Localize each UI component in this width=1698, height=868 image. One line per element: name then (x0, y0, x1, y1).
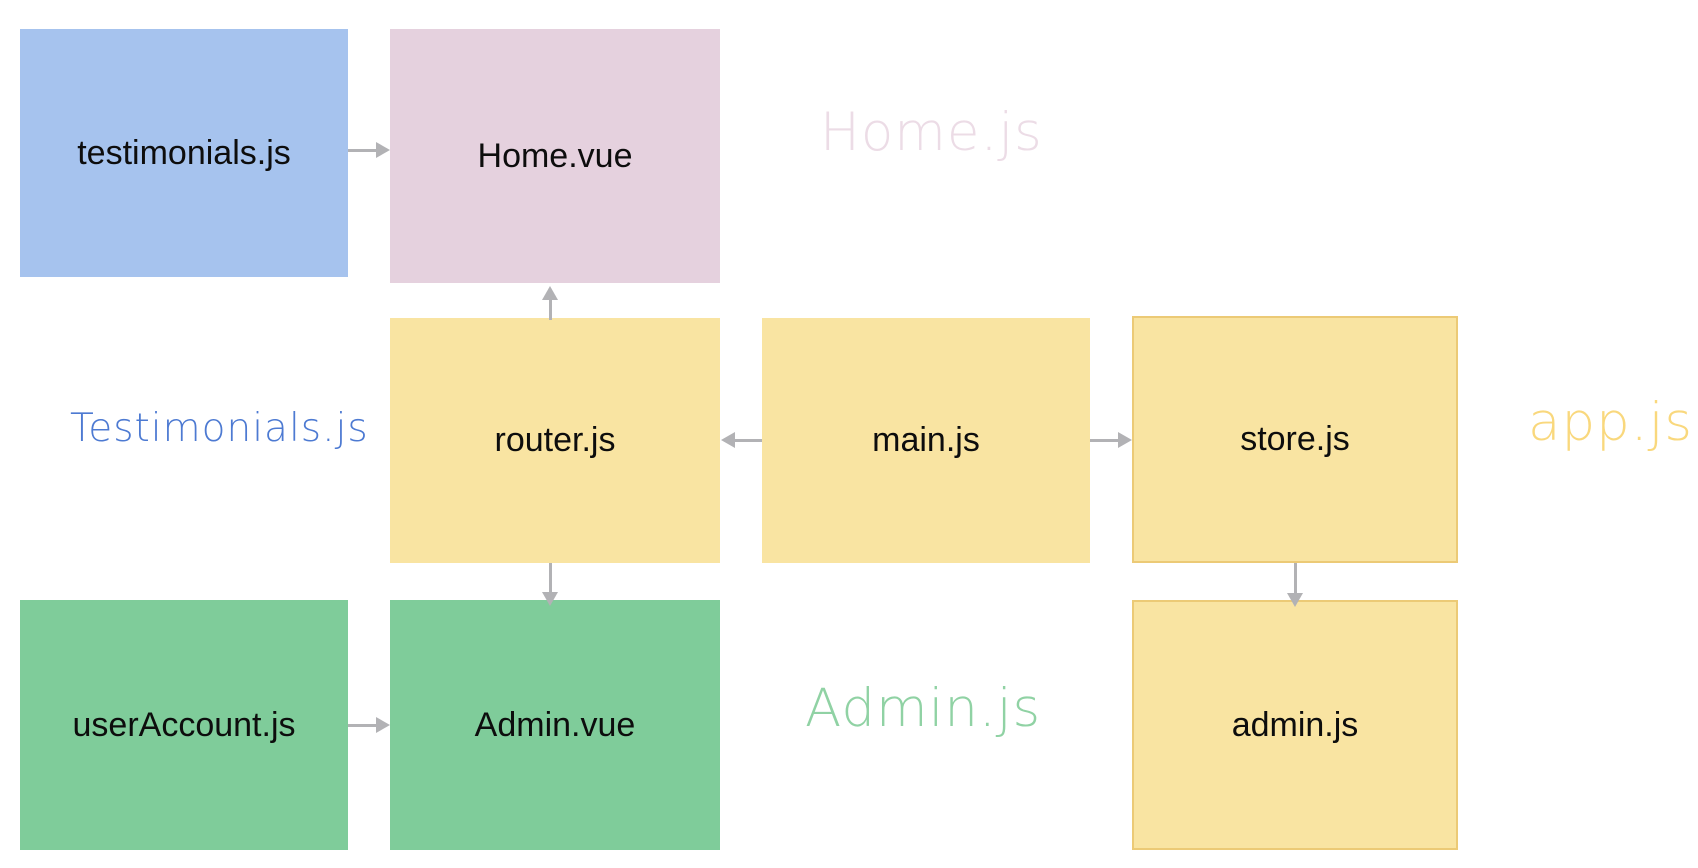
node-label: main.js (872, 421, 980, 459)
node-main-js: main.js (762, 318, 1090, 563)
node-label: testimonials.js (77, 133, 291, 172)
node-useraccount-js: userAccount.js (20, 600, 348, 850)
chunk-label-app-js: app.js (1528, 392, 1693, 453)
node-store-js: store.js (1132, 316, 1458, 563)
node-label: Home.vue (477, 136, 633, 175)
arrow-useraccount-to-adminvue (348, 716, 390, 734)
chunk-label-admin-js: Admin.js (805, 678, 1042, 739)
node-label: store.js (1240, 420, 1350, 458)
node-label: Admin.vue (474, 705, 636, 744)
chunk-label-home-js: Home.js (820, 102, 1043, 163)
node-label: admin.js (1231, 705, 1359, 744)
node-testimonials-js: testimonials.js (20, 29, 348, 277)
arrow-main-to-router (721, 432, 762, 449)
node-label: userAccount.js (72, 705, 296, 744)
node-home-vue: Home.vue (390, 29, 720, 283)
node-label: router.js (494, 421, 616, 459)
arrow-store-to-adminjs (1286, 563, 1304, 607)
arrow-main-to-store (1090, 432, 1132, 449)
node-admin-js: admin.js (1132, 600, 1458, 850)
arrow-testimonials-to-homevue (348, 141, 390, 159)
arrow-router-to-homevue (541, 286, 559, 320)
node-admin-vue: Admin.vue (390, 600, 720, 850)
chunk-label-testimonials-js: Testimonials.js (70, 406, 369, 451)
node-router-js: router.js (390, 318, 720, 563)
arrow-router-to-adminvue (541, 563, 559, 606)
